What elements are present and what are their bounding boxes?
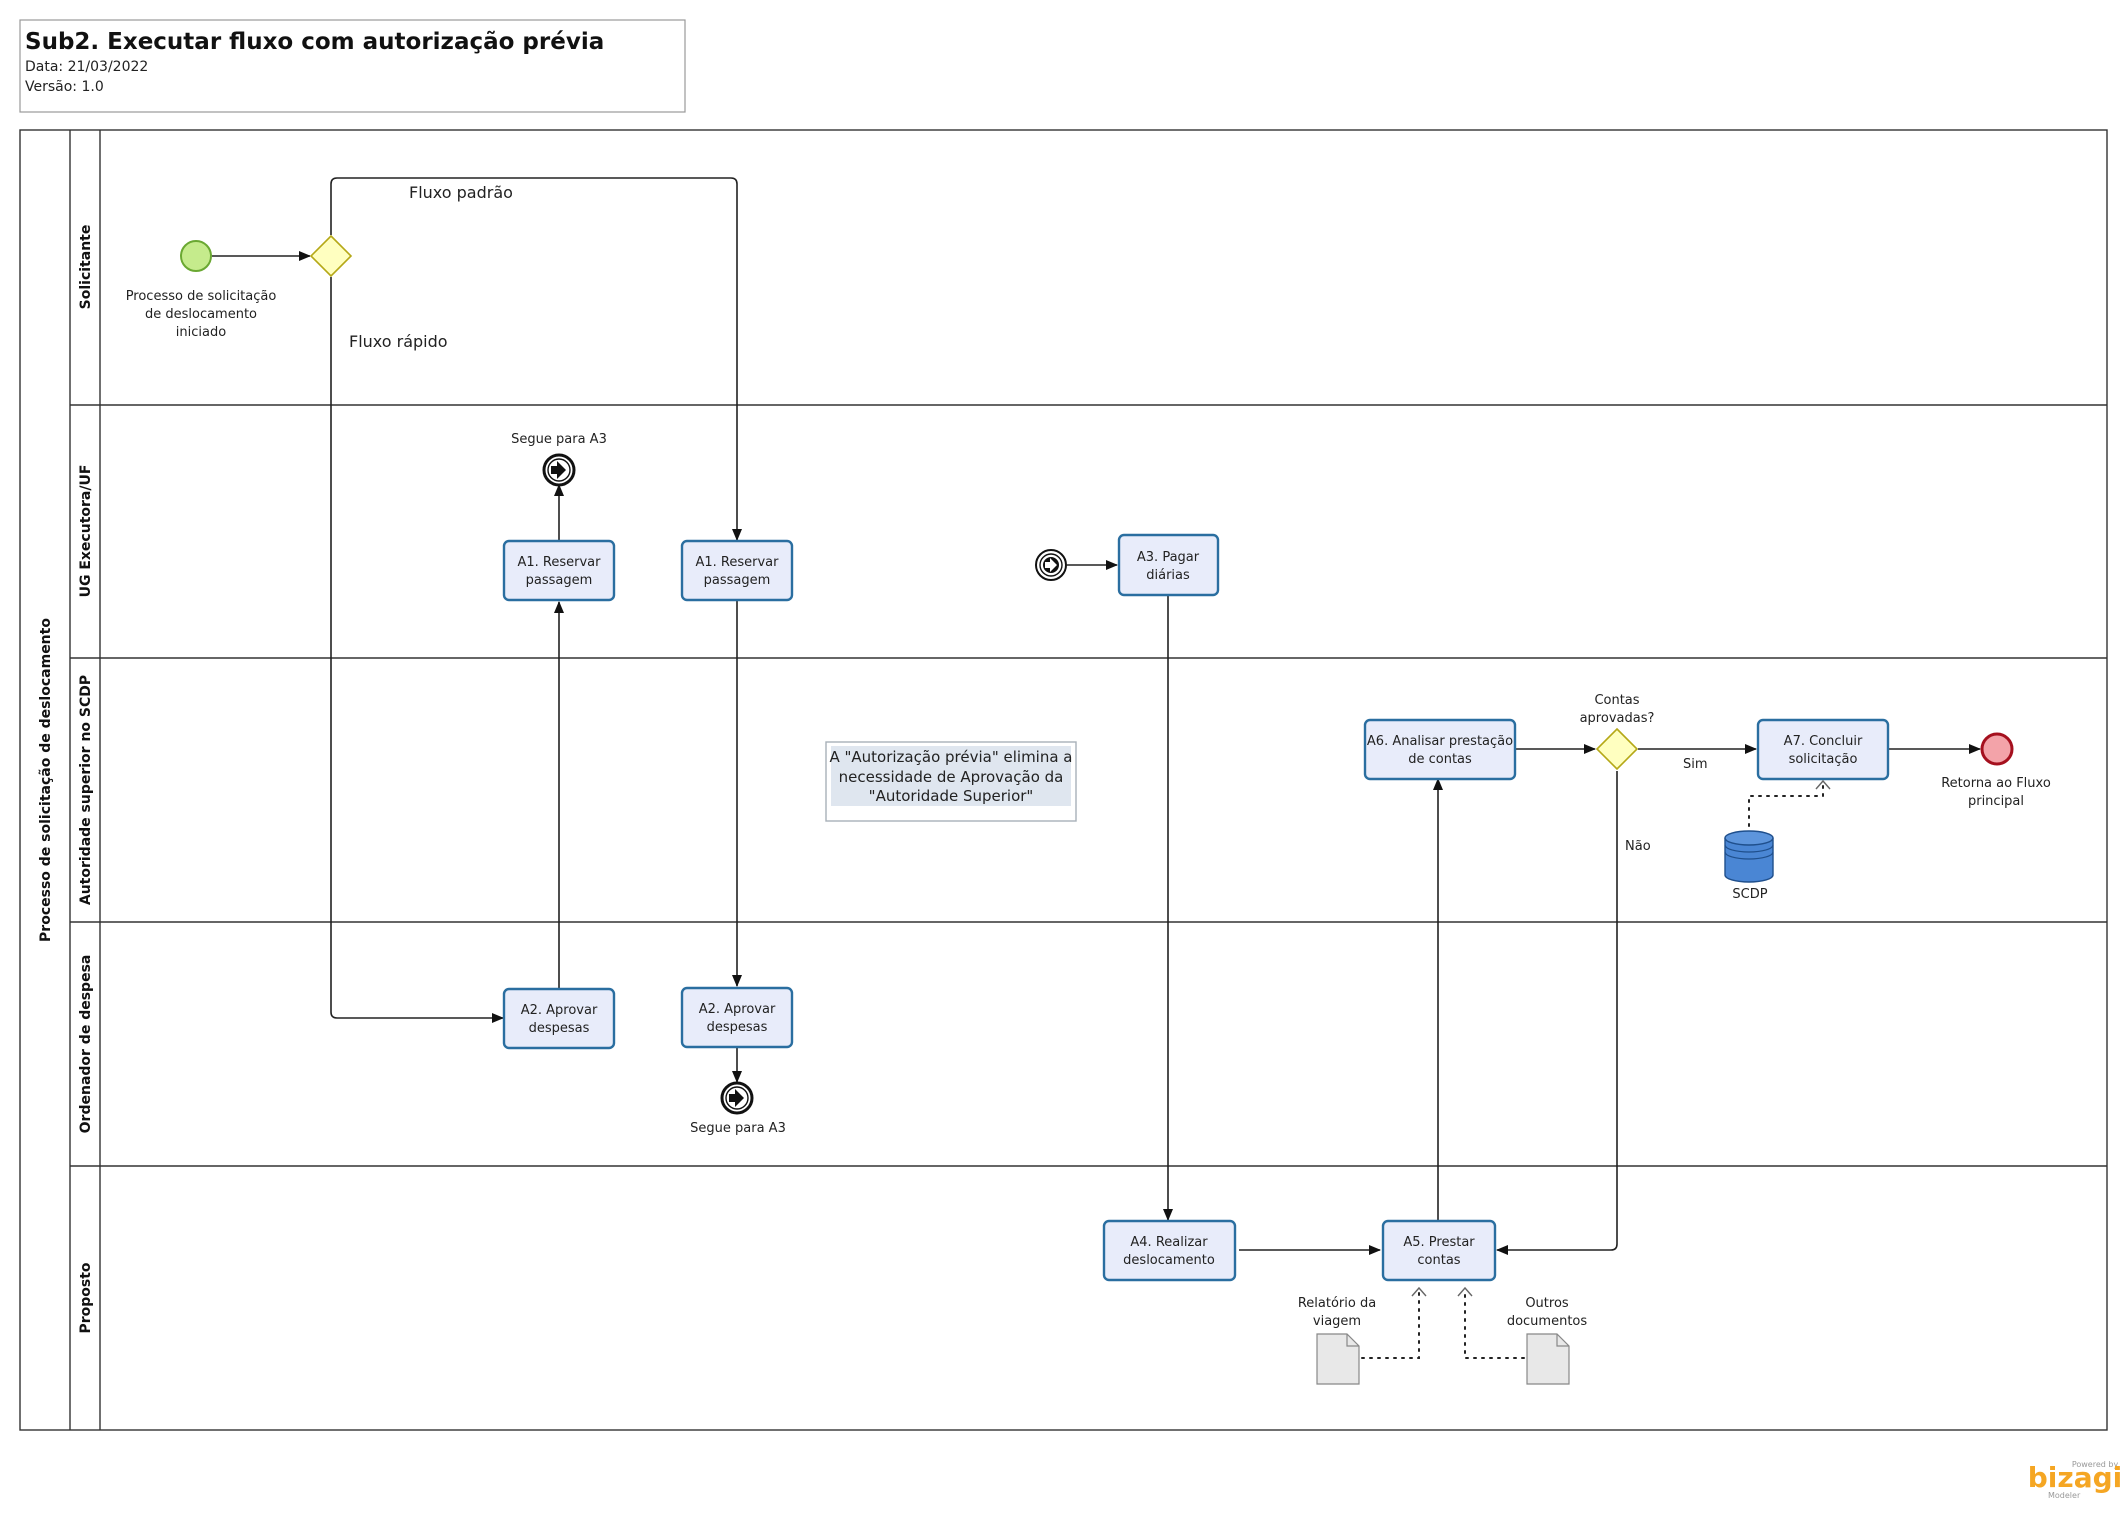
page-title: Sub2. Executar fluxo com autorização pré… (25, 29, 604, 55)
document-icon (1526, 1333, 1570, 1385)
footer-brand: bizagi (2028, 1461, 2122, 1494)
task-a7[interactable]: A7. Concluir solicitação (1756, 718, 1890, 781)
task-a1-left[interactable]: A1. Reservar passagem (502, 539, 616, 602)
doc-relatorio-line2: viagem (1313, 1314, 1361, 1329)
end-event-icon (1980, 732, 2014, 766)
link-bottom-label: Segue para A3 (690, 1121, 786, 1136)
link-top-label: Segue para A3 (511, 432, 607, 447)
task-a2-left[interactable]: A2. Aprovar despesas (502, 987, 616, 1050)
data-store-label: SCDP (1732, 887, 1767, 902)
task-label-line2: passagem (704, 573, 771, 588)
task-label-line1: A7. Concluir (1784, 734, 1863, 749)
association-relatorio-a5 (1361, 1289, 1420, 1359)
lane-label-proposto: Proposto (78, 1262, 94, 1333)
task-label-line1: A6. Analisar prestação (1367, 734, 1513, 749)
task-label-line2: despesas (707, 1020, 768, 1035)
flow-nao (1496, 771, 1618, 1255)
task-label-line1: A2. Aprovar (521, 1003, 598, 1018)
task-label-line1: A4. Realizar (1130, 1235, 1208, 1250)
lane-label-autoridade-superior: Autoridade superior no SCDP (78, 675, 94, 905)
task-label-line2: despesas (529, 1021, 590, 1036)
task-label-line2: deslocamento (1123, 1253, 1215, 1268)
annotation-line2: necessidade de Aprovação da (839, 768, 1064, 786)
task-a4[interactable]: A4. Realizar deslocamento (1102, 1219, 1237, 1282)
bizagi-logo: Powered by bizagi Modeler (2028, 1460, 2122, 1500)
flow-label-rapido: Fluxo rápido (349, 332, 448, 351)
header-version: Versão: 1.0 (25, 79, 104, 95)
exclusive-gateway-icon (1595, 727, 1639, 771)
task-label-line1: A1. Reservar (518, 555, 602, 570)
data-store-icon (1724, 830, 1774, 883)
data-store: SCDP (1724, 779, 1831, 902)
doc-relatorio-line1: Relatório da (1298, 1296, 1376, 1311)
doc-outros-line1: Outros (1525, 1296, 1569, 1311)
task-label-line1: A3. Pagar (1137, 550, 1200, 565)
flow-label-sim: Sim (1683, 757, 1708, 772)
flow-rapido (330, 277, 504, 1023)
sequence-flows (212, 177, 1981, 1255)
link-catch-icon (1035, 549, 1067, 581)
header-date: Data: 21/03/2022 (25, 59, 148, 75)
flow-label-nao: Não (1625, 839, 1651, 854)
document-outros: Outros documentos (1457, 1286, 1588, 1385)
flow-label-padrao: Fluxo padrão (409, 183, 513, 202)
association-outros-a5 (1464, 1289, 1525, 1359)
annotation-line3: "Autoridade Superior" (869, 787, 1034, 805)
task-label-line2: diárias (1146, 568, 1190, 583)
end-label-line1: Retorna ao Fluxo (1941, 776, 2051, 791)
task-label-line1: A1. Reservar (696, 555, 780, 570)
task-a3[interactable]: A3. Pagar diárias (1117, 533, 1220, 597)
link-throw-icon (720, 1081, 754, 1115)
start-event: Processo de solicitação de deslocamento … (126, 240, 277, 340)
document-relatorio: Relatório da viagem (1298, 1286, 1427, 1385)
lane-label-ug-executora: UG Executora/UF (78, 465, 94, 598)
gateway-question-line2: aprovadas? (1580, 711, 1655, 726)
pool-label: Processo de solicitação de deslocamento (38, 618, 54, 942)
task-a5[interactable]: A5. Prestar contas (1381, 1219, 1497, 1282)
lane-label-solicitante: Solicitante (78, 225, 94, 310)
exclusive-gateway-icon (309, 234, 353, 278)
lane-label-ordenador: Ordenador de despesa (78, 955, 94, 1134)
task-label-line2: solicitação (1789, 752, 1858, 767)
link-throw-icon (542, 453, 576, 487)
text-annotation: A "Autorização prévia" elimina a necessi… (825, 741, 1077, 822)
task-a2-right[interactable]: A2. Aprovar despesas (680, 986, 794, 1049)
annotation-line1: A "Autorização prévia" elimina a (829, 748, 1072, 766)
link-event-top: Segue para A3 (511, 432, 607, 487)
end-event: Retorna ao Fluxo principal (1941, 732, 2051, 809)
task-label-line1: A2. Aprovar (699, 1002, 776, 1017)
task-label-line2: de contas (1408, 752, 1472, 767)
flow-padrao (330, 177, 742, 541)
doc-outros-line2: documentos (1507, 1314, 1588, 1329)
end-label-line2: principal (1968, 794, 2024, 809)
task-label-line2: passagem (526, 573, 593, 588)
gateway-question-line1: Contas (1594, 693, 1639, 708)
task-a1-right[interactable]: A1. Reservar passagem (680, 539, 794, 602)
footer-powered: Powered by (2072, 1460, 2119, 1469)
start-label-line1: Processo de solicitação (126, 289, 277, 304)
task-label-line1: A5. Prestar (1403, 1235, 1475, 1250)
link-event-bottom: Segue para A3 (690, 1081, 786, 1136)
document-icon (1316, 1333, 1360, 1385)
start-label-line3: iniciado (176, 325, 226, 340)
pool: Processo de solicitação de deslocamento … (19, 129, 2108, 1431)
header-box: Sub2. Executar fluxo com autorização pré… (19, 19, 686, 113)
start-label-line2: de deslocamento (145, 307, 257, 322)
task-label-line2: contas (1417, 1253, 1460, 1268)
start-event-icon (180, 240, 212, 272)
task-a6[interactable]: A6. Analisar prestação de contas (1363, 718, 1517, 781)
footer-product: Modeler (2048, 1491, 2081, 1500)
